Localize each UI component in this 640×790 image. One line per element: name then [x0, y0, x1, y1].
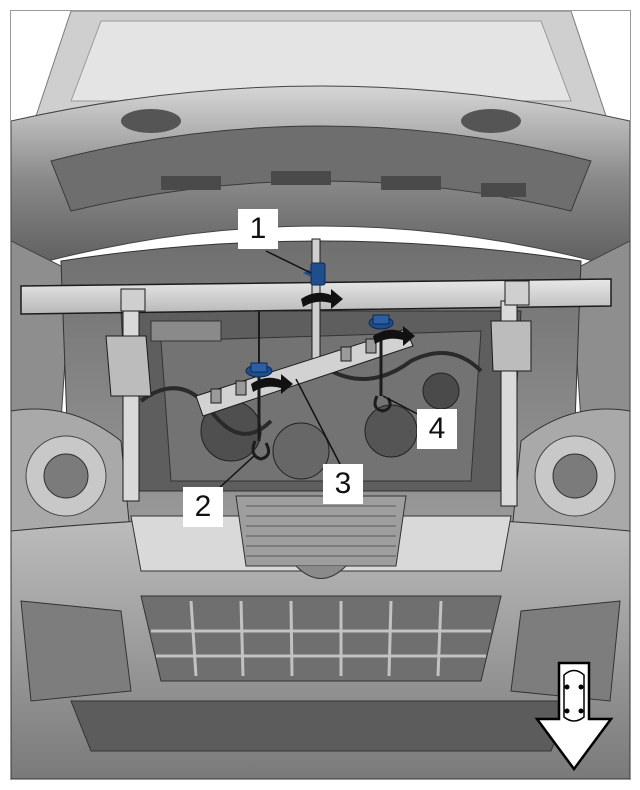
callout-3: 3	[323, 464, 363, 504]
car-topview-icon	[563, 669, 585, 722]
side-intakes	[20, 600, 621, 752]
headlight-left	[11, 408, 132, 550]
rotation-arrows	[251, 289, 415, 394]
callout-2: 2	[183, 487, 223, 527]
callout-1-label: 1	[249, 212, 267, 245]
lower-grille	[140, 595, 502, 682]
callout-2-label: 2	[194, 490, 212, 523]
open-hood	[11, 85, 630, 272]
adjusting-knobs	[245, 262, 394, 378]
illustration-frame: 1 2 3 4	[10, 10, 631, 780]
engine-bay	[60, 240, 582, 532]
callout-4: 4	[417, 409, 457, 449]
upper-grille	[235, 495, 407, 579]
engine-bay-illustration	[11, 11, 630, 779]
callout-4-label: 4	[428, 412, 446, 445]
rotate-arrow-icon	[373, 326, 415, 346]
direction-arrow	[534, 661, 614, 772]
callout-1: 1	[238, 209, 278, 249]
rotate-arrow-icon	[301, 289, 343, 309]
rotate-arrow-icon	[251, 374, 293, 394]
callout-3-label: 3	[334, 467, 352, 500]
